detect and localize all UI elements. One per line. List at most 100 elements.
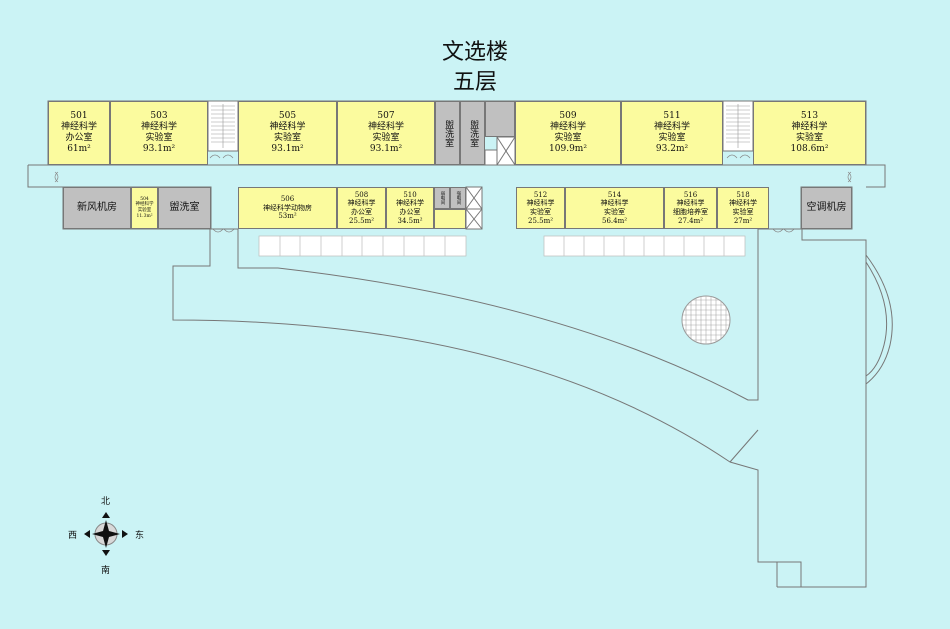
room-area: 34.5m²	[397, 216, 423, 225]
room-504[interactable]: 504 神经科学 实验室 11.3m²	[131, 187, 158, 229]
building-title: 文选楼	[441, 40, 508, 65]
compass-east-label: 东	[135, 531, 145, 541]
room-type: 实验室	[372, 133, 400, 143]
electrical-label: 弱电间	[439, 191, 445, 205]
ac-room-label: 空调机房	[806, 201, 847, 213]
room-number: 508	[354, 190, 369, 199]
room-number: 513	[800, 110, 819, 121]
room-dept: 神经科学	[60, 121, 97, 132]
room-506[interactable]: 506 神经科学动物房 53m²	[238, 187, 337, 229]
shaft-north	[485, 101, 515, 137]
room-507[interactable]: 507 神经科学 实验室 93.1m²	[337, 101, 435, 165]
washroom-label: 盥洗室	[443, 119, 454, 147]
room-type: 办公室	[65, 133, 93, 143]
room-area: 93.1m²	[142, 144, 176, 155]
compass-north-label: 北	[101, 497, 111, 507]
compass-south-label: 南	[101, 566, 111, 576]
room-number: 503	[150, 110, 168, 121]
room-dept: 神经科学	[367, 121, 404, 132]
room-dept: 神经科学	[347, 199, 376, 208]
room-number: 511	[663, 110, 681, 121]
room-number: 510	[403, 190, 417, 199]
room-dept: 神经科学动物房	[263, 203, 312, 212]
room-512[interactable]: 512 神经科学 实验室 25.5m²	[516, 187, 565, 229]
room-514[interactable]: 514 神经科学 实验室 56.4m²	[565, 187, 664, 229]
room-type: 细胞培养室	[673, 208, 708, 216]
round-skylight	[681, 295, 731, 345]
room-type: 实验室	[137, 208, 152, 213]
room-516[interactable]: 516 神经科学 细胞培养室 27.4m²	[664, 187, 717, 229]
room-dept: 神经科学	[653, 121, 690, 132]
washroom-label: 盥洗室	[169, 201, 200, 213]
room-509[interactable]: 509 神经科学 实验室 109.9m²	[515, 101, 621, 165]
room-area: 11.3m²	[136, 213, 153, 219]
washroom-north-1[interactable]: 盥洗室	[435, 101, 460, 165]
room-area: 56.4m²	[601, 216, 628, 225]
corridor-ends	[27, 164, 886, 188]
room-511[interactable]: 511 神经科学 实验室 93.2m²	[621, 101, 723, 165]
room-type: 实验室	[554, 133, 582, 143]
room-dept: 神经科学	[791, 121, 828, 132]
room-number: 512	[533, 190, 548, 199]
room-number: 501	[70, 110, 88, 121]
compass-rose-icon	[84, 512, 128, 556]
skylight-east	[543, 235, 746, 257]
room-number: 514	[607, 190, 622, 199]
room-508[interactable]: 508 神经科学 办公室 25.5m²	[337, 187, 386, 229]
room-505[interactable]: 505 神经科学 实验室 93.1m²	[238, 101, 337, 165]
room-area: 93.2m²	[655, 144, 689, 155]
fresh-air-room[interactable]: 新风机房	[63, 187, 131, 229]
room-area: 25.5m²	[527, 216, 554, 225]
power-label: 强电间	[455, 191, 461, 205]
courtyard-outline	[172, 228, 867, 588]
washroom-north-2[interactable]: 盥洗室	[460, 101, 485, 165]
washroom-southwest[interactable]: 盥洗室	[158, 187, 211, 229]
room-type: 实验室	[145, 133, 173, 143]
room-518[interactable]: 518 神经科学 实验室 27m²	[717, 187, 769, 229]
room-type: 办公室	[399, 208, 421, 216]
room-type: 实验室	[732, 208, 754, 216]
room-area: 61m²	[67, 144, 91, 155]
room-dept: 神经科学	[135, 202, 154, 208]
compass-west-label: 西	[68, 531, 78, 541]
washroom-label: 盥洗室	[468, 119, 479, 147]
room-type: 实验室	[658, 133, 686, 143]
room-dept: 神经科学	[676, 199, 705, 208]
elevator-north	[484, 136, 516, 166]
room-513[interactable]: 513 神经科学 实验室 108.6m²	[753, 101, 866, 165]
room-dept: 神经科学	[140, 121, 177, 132]
room-area: 108.6m²	[790, 144, 829, 155]
room-type: 实验室	[604, 208, 625, 216]
room-501[interactable]: 501 神经科学 办公室 61m²	[48, 101, 110, 165]
room-503[interactable]: 503 神经科学 实验室 93.1m²	[110, 101, 208, 165]
room-number: 504	[140, 196, 149, 202]
room-dept: 神经科学	[396, 199, 424, 208]
room-area: 53m²	[278, 212, 297, 221]
room-area: 93.1m²	[369, 144, 403, 155]
service-closet	[434, 209, 466, 229]
electrical-room[interactable]: 弱电间	[434, 187, 450, 209]
stair-west	[207, 100, 239, 152]
room-type: 实验室	[273, 133, 301, 143]
room-dept: 神经科学	[526, 199, 555, 208]
room-area: 93.1m²	[271, 144, 304, 155]
room-type: 实验室	[795, 133, 823, 143]
fresh-air-label: 新风机房	[77, 201, 117, 213]
room-510[interactable]: 510 神经科学 办公室 34.5m²	[386, 187, 434, 229]
stair-east	[722, 100, 754, 152]
door-swings	[54, 154, 852, 233]
room-area: 109.9m²	[549, 144, 587, 155]
room-type: 办公室	[351, 208, 372, 216]
power-room[interactable]: 强电间	[450, 187, 466, 209]
elevator-south	[465, 186, 483, 230]
room-area: 27m²	[733, 216, 753, 225]
ac-room[interactable]: 空调机房	[801, 187, 852, 229]
room-number: 507	[377, 110, 395, 121]
room-area: 25.5m²	[348, 216, 375, 225]
room-dept: 神经科学	[269, 121, 306, 132]
room-number: 505	[278, 110, 297, 121]
room-dept: 神经科学	[549, 121, 586, 132]
room-number: 518	[736, 190, 750, 199]
